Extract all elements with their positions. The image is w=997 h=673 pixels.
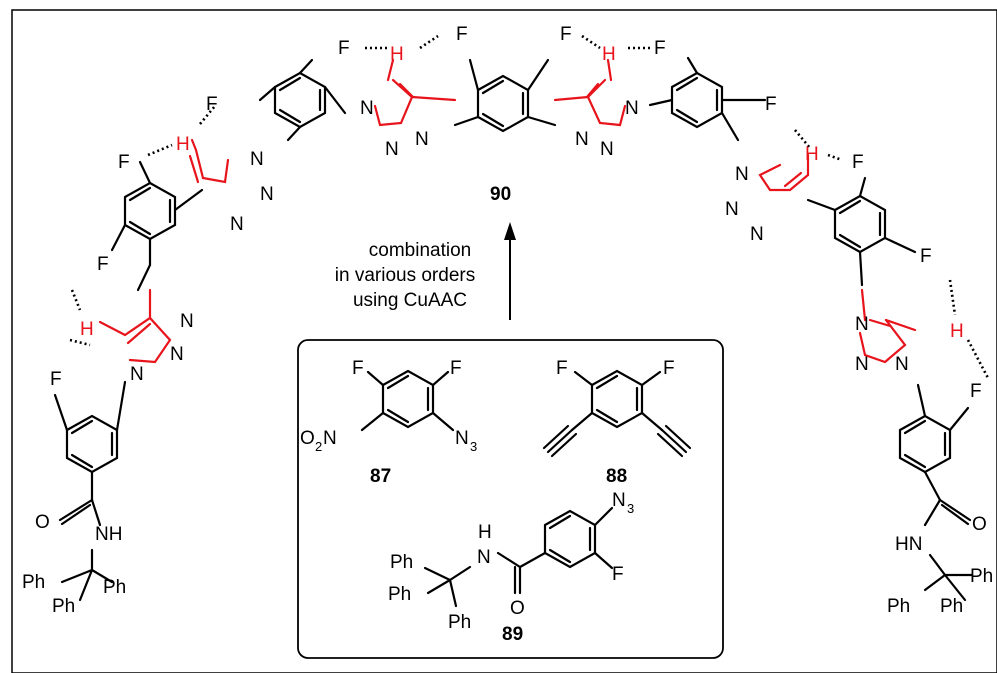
atom-label: N xyxy=(180,311,194,332)
atom-label: F xyxy=(612,564,624,585)
arrow-caption-line-2: in various orders xyxy=(335,265,475,286)
atom-label: N xyxy=(455,428,469,449)
arrow-caption-line-1: combination xyxy=(369,240,471,261)
atom-label: F xyxy=(654,38,666,59)
atom-label: F xyxy=(970,381,982,402)
atom-label: N xyxy=(260,184,274,205)
atom-label: F xyxy=(663,358,675,379)
atom-label: F xyxy=(556,358,568,379)
atom-label: N xyxy=(725,199,739,220)
atom-label: F xyxy=(456,24,468,45)
atom-label: F xyxy=(450,358,462,379)
atom-label: F xyxy=(118,152,130,173)
hydrogen-bond-contacts xyxy=(69,34,990,379)
atom-label: F xyxy=(50,369,62,390)
atom-label: Ph xyxy=(887,596,910,617)
atom-label: N xyxy=(750,224,764,245)
atom-label: F xyxy=(920,246,932,267)
atom-label: N xyxy=(360,98,374,119)
compound-label-88: 88 xyxy=(606,466,627,487)
atom-label: H xyxy=(80,319,94,340)
atom-label: H xyxy=(176,134,190,155)
compound-88: F F 88 xyxy=(542,358,692,487)
atom-label: F xyxy=(560,24,572,45)
atom-label: H xyxy=(950,321,964,342)
atom-label: O xyxy=(510,598,525,619)
atom-subscript: 3 xyxy=(627,501,634,516)
atom-label: Ph xyxy=(103,577,126,598)
atom-label: N xyxy=(230,214,244,235)
atom-label: Ph xyxy=(390,552,413,573)
atom-label: H xyxy=(390,44,404,65)
atom-label: Ph xyxy=(940,596,963,617)
atom-label: N xyxy=(855,354,869,375)
atom-label: H xyxy=(805,144,819,165)
atom-label: Ph xyxy=(52,596,75,617)
atom-label: F xyxy=(852,152,864,173)
atom-label: Ph xyxy=(22,572,45,593)
atom-label: NH xyxy=(95,524,122,545)
atom-label: N xyxy=(855,314,869,335)
compound-label-89: 89 xyxy=(502,624,523,645)
atom-label: N xyxy=(415,129,429,150)
atom-label: Ph xyxy=(448,612,471,633)
atom-label: N xyxy=(130,364,144,385)
atom-label: F xyxy=(206,94,218,115)
atom-subscript: 2 xyxy=(315,439,322,454)
figure-frame xyxy=(11,9,997,673)
atom-label: N xyxy=(895,354,909,375)
compound-87: F F O 2 N N 3 87 xyxy=(300,358,477,487)
compound-label-87: 87 xyxy=(370,466,391,487)
atom-label: N xyxy=(575,129,589,150)
atom-label: N xyxy=(250,149,264,170)
arrow-caption-line-3: using CuAAC xyxy=(353,290,467,311)
atom-label: F xyxy=(352,358,364,379)
atom-label: N xyxy=(625,98,639,119)
atom-label: N xyxy=(600,139,614,160)
atom-label: N xyxy=(735,164,749,185)
atom-label: H xyxy=(602,44,616,65)
atom-label: HN xyxy=(895,534,922,555)
atom-label: F xyxy=(97,254,109,275)
atom-label: Ph xyxy=(970,566,993,587)
atom-label: F xyxy=(338,38,350,59)
atom-label: O xyxy=(300,428,315,449)
reaction-arrow xyxy=(504,222,516,320)
compound-label-90: 90 xyxy=(490,184,511,205)
atom-label: O xyxy=(35,512,50,533)
atom-label: Ph xyxy=(388,584,411,605)
atom-label: O xyxy=(972,514,987,535)
atom-label: N xyxy=(612,490,626,511)
atom-label: N xyxy=(323,428,337,449)
building-block-box xyxy=(297,339,724,659)
atom-label: H xyxy=(478,522,492,543)
atom-subscript: 3 xyxy=(470,439,477,454)
atom-label: N xyxy=(170,344,184,365)
compound-89: H N O Ph Ph Ph N 3 F 89 xyxy=(388,490,634,645)
atom-label: N xyxy=(385,139,399,160)
atom-label: F xyxy=(765,94,777,115)
atom-label: N xyxy=(477,547,491,568)
foldamer-90-skeleton xyxy=(53,56,974,602)
foldamer-90-atoms: F F F F F F F F F F F F N N N N N N N N … xyxy=(22,24,993,617)
triazole-rings xyxy=(98,58,917,364)
